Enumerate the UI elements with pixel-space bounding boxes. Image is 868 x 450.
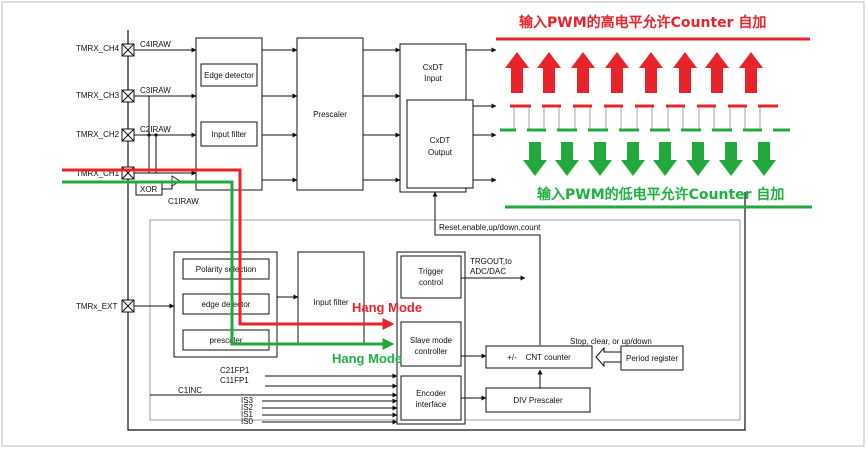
high-level-annotation: 输入PWM的高电平允许Counter 自加 (519, 14, 766, 31)
pwm-waveform (500, 104, 790, 132)
edge-detector-block (200, 63, 258, 87)
cxdt-output-label-1: CxDT (430, 136, 451, 145)
prescaler-label: Prescaler (313, 110, 347, 119)
trgout-label-2: ADC/DAC (470, 267, 506, 276)
hang-mode-green-label: Hang Mode (332, 351, 402, 366)
slave-mode-label-1: Slave mode (410, 336, 453, 345)
up-arrows (505, 52, 763, 93)
trigger-control-block (400, 255, 462, 299)
pin-ch4-label: TMRX_CH4 (76, 44, 120, 53)
input-filter-lower-label: Input filter (313, 298, 348, 307)
signal-c4iraw: C4IRAW (140, 40, 171, 49)
pin-ch3: TMRX_CH3 (76, 89, 135, 103)
period-register-label: Period register (626, 354, 678, 363)
pin-ch1-label: TMRX_CH1 (76, 169, 120, 178)
signal-c1iraw: C1IRAW (168, 197, 199, 206)
signal-c2iraw: C2IRAW (140, 125, 171, 134)
trigger-control-label-1: Trigger (418, 267, 443, 276)
pin-ch2: TMRX_CH2 (76, 128, 135, 142)
signal-c1inc: C1INC (178, 386, 202, 395)
cxdt-input-label-1: CxDT (423, 63, 444, 72)
edge-detector-lower-label: edge detector (202, 300, 251, 309)
signal-c11fp1: C11FP1 (220, 376, 249, 385)
encoder-interface-block (400, 375, 462, 421)
signal-is0: IS0 (241, 417, 254, 426)
signal-is3: IS3 (241, 396, 254, 405)
trigger-control-label-2: control (419, 278, 443, 287)
prescaler-block (296, 37, 364, 191)
polarity-selection-block (182, 258, 270, 280)
div-prescaler-label: DIV Prescaler (513, 396, 563, 405)
encoder-interface-label-1: Encoder (416, 389, 446, 398)
cxdt-output-block (406, 99, 474, 189)
cxdt-output-label-2: Output (428, 148, 453, 157)
edge-detector-label: Edge detector (204, 71, 254, 80)
red-signal-path (62, 168, 395, 330)
signal-is1: IS1 (241, 410, 254, 419)
trgout-label-1: TRGOUT,to (470, 257, 512, 266)
cnt-counter-label: +/- CNT counter (507, 353, 571, 362)
pin-ch2-label: TMRX_CH2 (76, 130, 120, 139)
cnt-counter-block (485, 345, 593, 369)
slave-mode-label-2: controller (415, 347, 448, 356)
timer-boundary (127, 30, 746, 431)
div-prescaler-block (485, 387, 591, 413)
signal-is2: IS2 (241, 403, 254, 412)
period-register-block (620, 345, 684, 371)
pin-ch4: TMRX_CH4 (76, 43, 135, 57)
signal-c3iraw: C3IRAW (140, 86, 171, 95)
polarity-selection-label: Polarity selection (196, 265, 256, 274)
edge-detector-lower-block (182, 293, 270, 315)
xor-label: XOR (140, 185, 158, 194)
input-filter-lower-block (297, 251, 365, 345)
low-level-annotation: 输入PWM的低电平允许Counter 自加 (537, 186, 784, 203)
cxdt-input-label-2: Input (424, 74, 443, 83)
green-signal-path (62, 180, 395, 350)
prescaler-lower-label: prescaler (210, 336, 243, 345)
stop-clear-label: Stop, clear, or up/down (570, 337, 652, 346)
pin-ch3-label: TMRX_CH3 (76, 91, 120, 100)
hang-mode-red-label: Hang Mode (352, 300, 422, 315)
pin-ext: TMRx_EXT (76, 299, 135, 313)
down-arrows (523, 142, 776, 176)
signal-c21fp1: C21FP1 (220, 366, 250, 375)
slave-mode-block (400, 321, 462, 367)
input-filter-label: Input filter (211, 130, 246, 139)
edge-input-group (195, 37, 263, 191)
reset-line-label: Reset,enable,up/down,count (439, 223, 541, 232)
period-arrow (595, 346, 622, 368)
pin-ext-label: TMRx_EXT (76, 302, 117, 311)
encoder-interface-label-2: interface (416, 400, 447, 409)
input-filter-block (200, 121, 258, 147)
